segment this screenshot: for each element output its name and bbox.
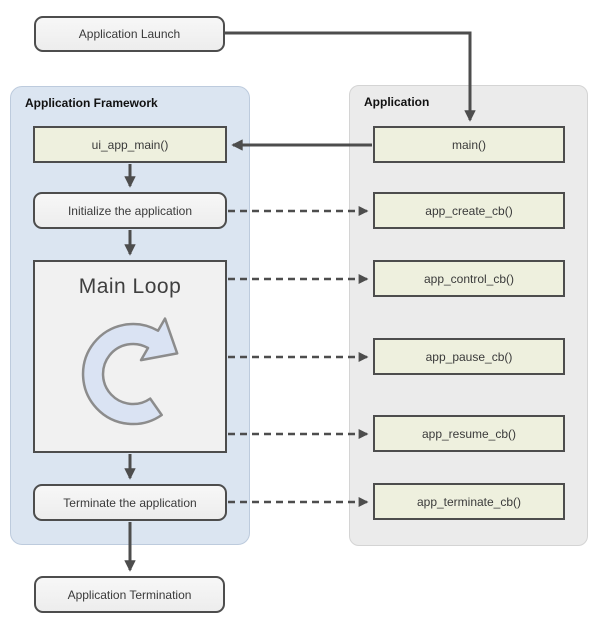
node-ui-app-main: ui_app_main() bbox=[33, 126, 227, 163]
node-main-loop: Main Loop bbox=[33, 260, 227, 453]
loop-arrow-icon bbox=[81, 317, 179, 426]
node-app-control-cb: app_control_cb() bbox=[373, 260, 565, 297]
node-application-launch: Application Launch bbox=[34, 16, 225, 52]
application-panel-title: Application bbox=[364, 95, 430, 109]
node-main: main() bbox=[373, 126, 565, 163]
node-app-create-cb: app_create_cb() bbox=[373, 192, 565, 229]
node-app-pause-cb: app_pause_cb() bbox=[373, 338, 565, 375]
node-app-resume-cb: app_resume_cb() bbox=[373, 415, 565, 452]
node-terminate: Terminate the application bbox=[33, 484, 227, 521]
node-app-terminate-cb: app_terminate_cb() bbox=[373, 483, 565, 520]
node-initialize: Initialize the application bbox=[33, 192, 227, 229]
framework-panel-title: Application Framework bbox=[25, 96, 158, 110]
node-application-termination: Application Termination bbox=[34, 576, 225, 613]
main-loop-title: Main Loop bbox=[78, 275, 182, 298]
